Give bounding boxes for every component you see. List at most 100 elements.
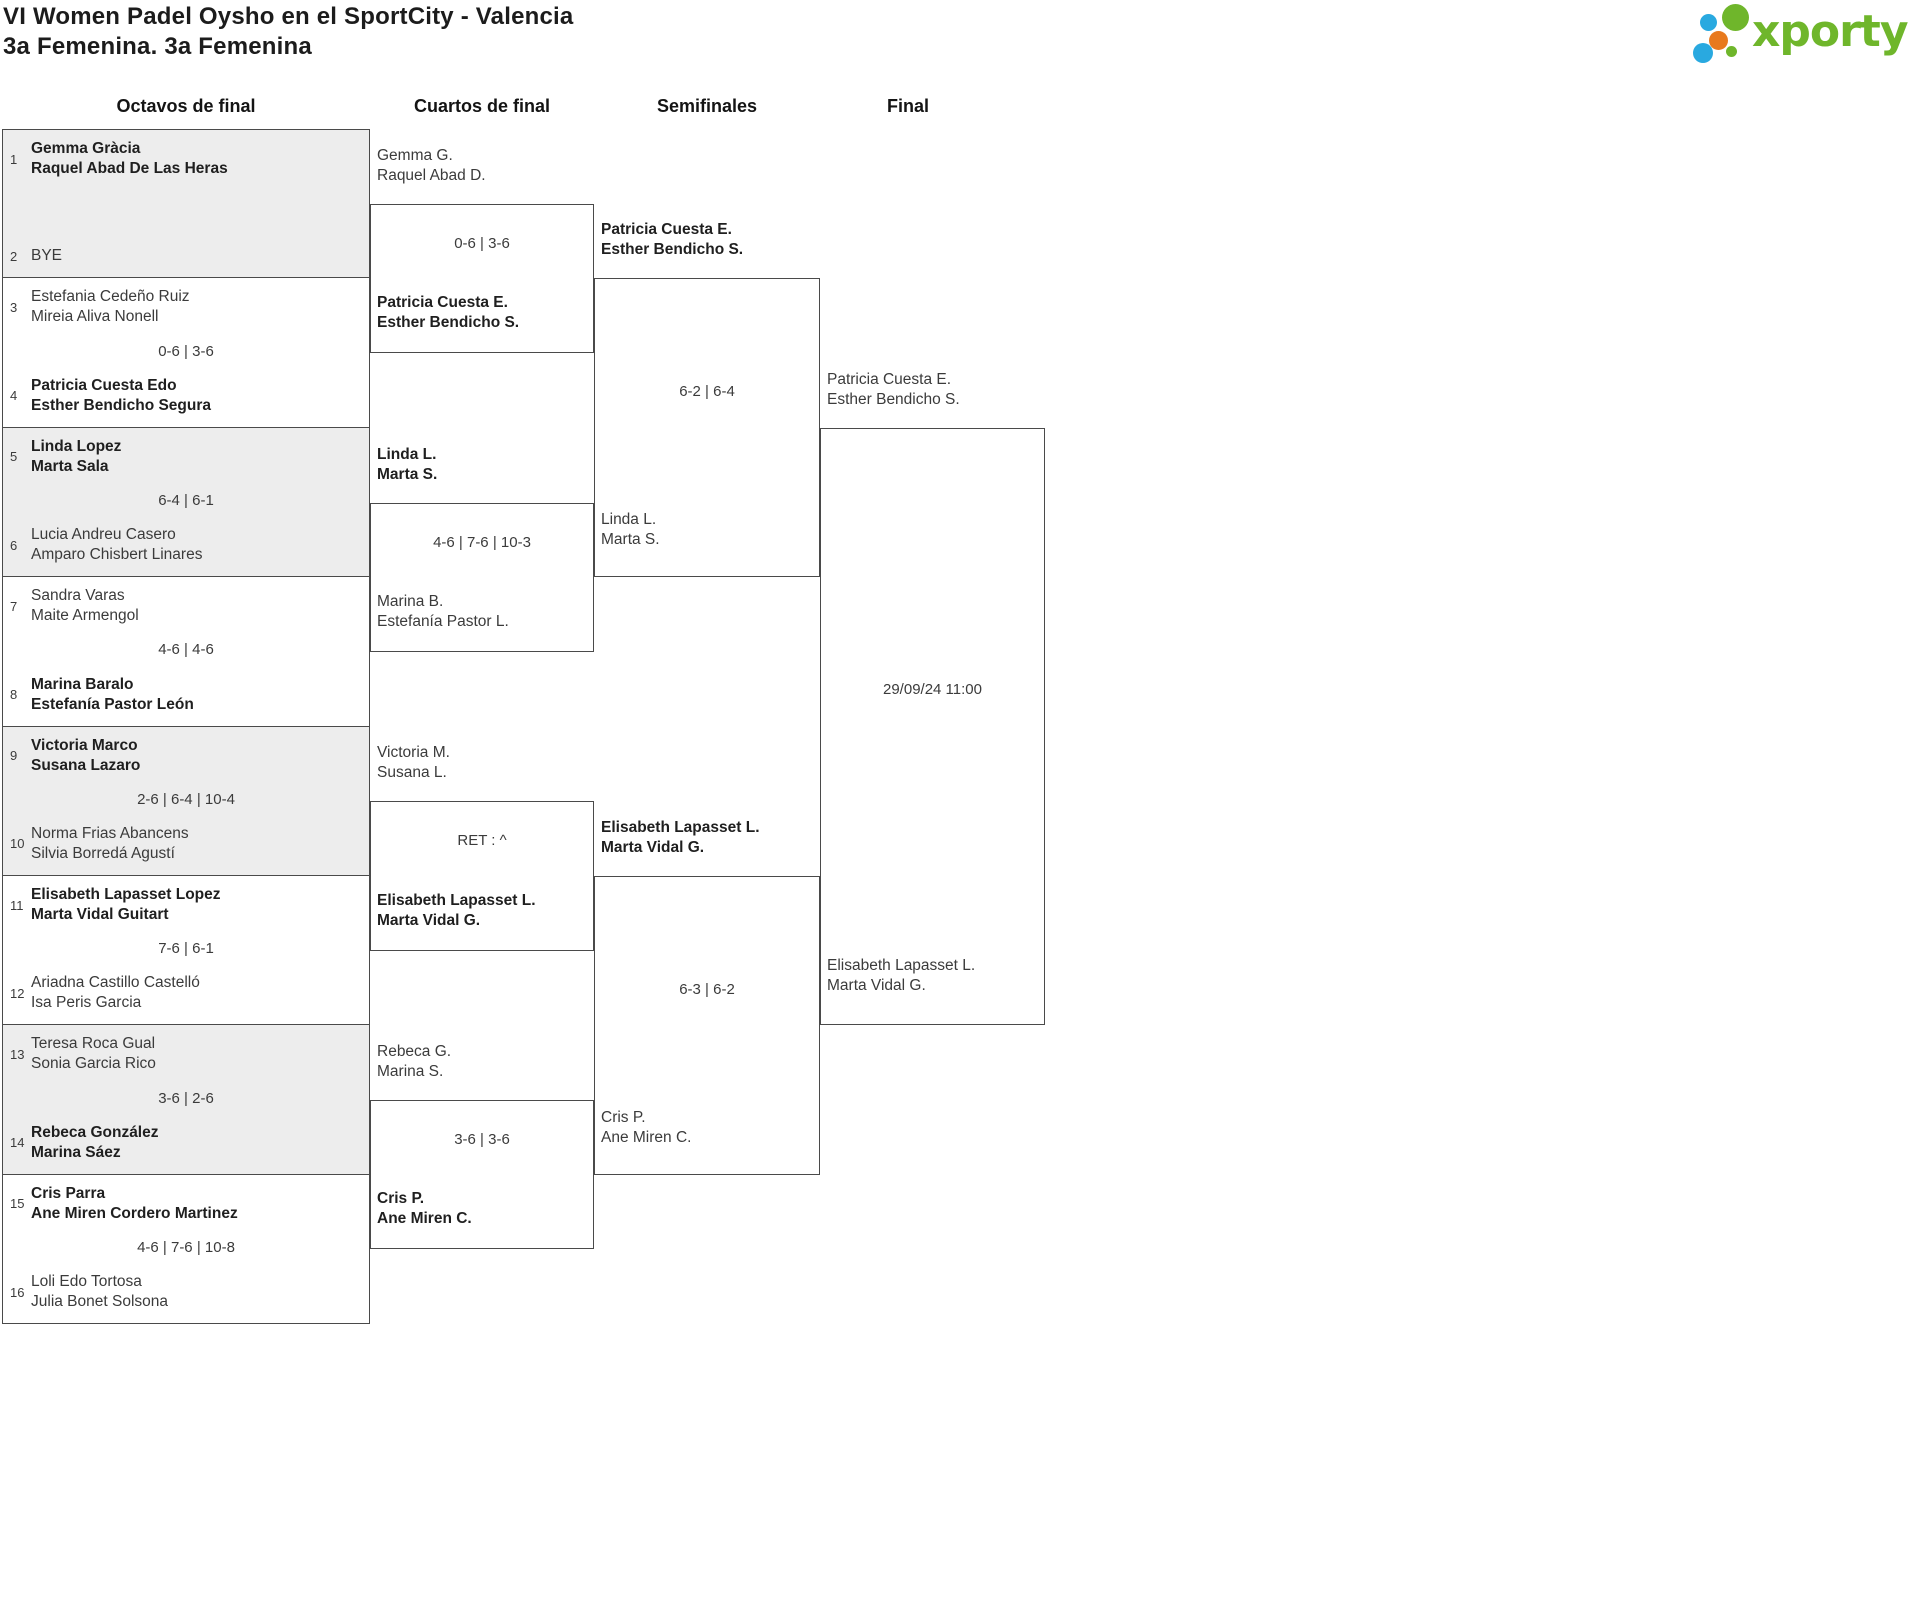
round-header-final: Final [886,96,929,116]
player-name: Marta Vidal G. [377,911,481,929]
round16-match-8: 15 Cris Parra Ane Miren Cordero Martinez… [2,1174,370,1325]
team-players: Teresa Roca Gual Sonia Garcia Rico [31,1034,156,1074]
team-players: Cris Parra Ane Miren Cordero Martinez [31,1184,238,1224]
team-row: 4 Patricia Cuesta Edo Esther Bendicho Se… [3,376,369,416]
xporty-logo[interactable]: xporty [1690,2,1918,68]
player-name: Ane Miren C. [601,1128,692,1146]
round16-match-6: 11 Elisabeth Lapasset Lopez Marta Vidal … [2,876,370,1026]
player-name: Mireia Aliva Nonell [31,308,159,326]
player-name: Cris Parra [31,1184,106,1202]
player-name: Maite Armengol [31,607,139,625]
team-players: Victoria Marco Susana Lazaro [31,736,140,776]
player-name: Rebeca González [31,1123,159,1141]
team-row: 14 Rebeca González Marina Sáez [3,1123,369,1163]
player-name: Ane Miren C. [377,1210,472,1228]
player-name: Victoria Marco [31,736,138,754]
player-name: Marta Sala [31,457,109,475]
player-name: Esther Bendicho S. [827,390,960,408]
match-score: RET : ^ [457,832,507,850]
player-name: Marina Sáez [31,1143,121,1161]
match-score: 6-2 | 6-4 [679,383,735,401]
advancing-team-label: Patricia Cuesta E. Esther Bendicho S. [377,293,519,333]
player-name: Victoria M. [377,744,450,762]
player-name: Elisabeth Lapasset Lopez [31,886,221,903]
player-name: Raquel Abad D. [377,166,486,184]
player-name: Patricia Cuesta E. [827,370,952,388]
seed-number: 7 [10,598,18,614]
page-header: VI Women Padel Oysho en el SportCity - V… [3,2,573,62]
player-name: Susana Lazaro [31,756,141,774]
advancing-team-label: Elisabeth Lapasset L. Marta Vidal G. [601,818,760,858]
quarterfinal-match-4: Rebeca G. Marina S. 3-6 | 3-6 Cris P. An… [370,1043,594,1250]
player-name: Sonia Garcia Rico [31,1055,156,1073]
player-name: Cris P. [601,1108,646,1126]
logo-dot-green-large-icon [1722,4,1749,31]
team-row: 7 Sandra Varas Maite Armengol [3,586,369,626]
advancing-team-label: Gemma G. Raquel Abad D. [377,146,486,186]
team-row: 5 Linda Lopez Marta Sala [3,437,369,477]
advancing-team-label: Elisabeth Lapasset L. Marta Vidal G. [377,891,536,931]
quarterfinal-match-2: Linda L. Marta S. 4-6 | 7-6 | 10-3 Marin… [370,446,594,652]
team-row: 1 Gemma Gràcia Raquel Abad De Las Heras [3,139,369,179]
team-row: 10 Norma Frias Abancens Silvia Borredá A… [3,824,369,864]
team-players: BYE [31,246,62,266]
player-name: Loli Edo Tortosa [31,1273,142,1291]
round16-match-4: 7 Sandra Varas Maite Armengol 4-6 | 4-6 … [2,577,370,727]
logo-wordmark: xporty [1752,6,1909,57]
player-name: Elisabeth Lapasset L. [601,819,760,836]
match-score: 4-6 | 7-6 | 10-3 [433,533,531,551]
seed-number: 10 [10,836,25,852]
player-name: Elisabeth Lapasset L. [377,891,536,909]
team-players: Patricia Cuesta Edo Esther Bendicho Segu… [31,376,211,416]
player-name: Raquel Abad De Las Heras [31,160,228,177]
advancing-team-label: Patricia Cuesta E. Esther Bendicho S. [601,220,743,260]
player-name: Estefanía Pastor L. [377,612,509,630]
team-row: 2 BYE [3,246,369,266]
seed-number: 14 [10,1135,25,1151]
player-name: Ane Miren Cordero Martinez [31,1204,238,1222]
team-row: 9 Victoria Marco Susana Lazaro [3,736,369,776]
player-name: Patricia Cuesta E. [601,221,732,239]
quarterfinal-match-3: Victoria M. Susana L. RET : ^ Elisabeth … [370,744,594,951]
seed-number: 13 [10,1046,25,1062]
seed-number: 5 [10,449,18,465]
advancing-team-label: Linda L. Marta S. [601,510,660,550]
player-name: Rebeca G. [377,1043,452,1061]
advancing-team-label: Cris P. Ane Miren C. [601,1108,691,1148]
player-name: Gemma G. [377,146,453,164]
advancing-team-label: Patricia Cuesta E. Esther Bendicho S. [827,370,960,410]
seed-number: 4 [10,388,18,404]
team-players: Lucia Andreu Casero Amparo Chisbert Lina… [31,525,202,565]
match-score: 0-6 | 3-6 [454,234,510,252]
team-players: Estefania Cedeño Ruiz Mireia Aliva Nonel… [31,287,190,327]
advancing-team-label: Cris P. Ane Miren C. [377,1189,472,1229]
team-row: 16 Loli Edo Tortosa Julia Bonet Solsona [3,1272,369,1312]
advancing-team-label: Elisabeth Lapasset L. Marta Vidal G. [827,956,975,996]
match-score: 3-6 | 3-6 [454,1131,510,1149]
player-name: Estefania Cedeño Ruiz [31,288,190,306]
player-name: Marta Vidal Guitart [31,906,169,923]
match-score: 4-6 | 7-6 | 10-8 [137,1238,235,1256]
seed-number: 6 [10,537,18,553]
team-row: 13 Teresa Roca Gual Sonia Garcia Rico [3,1034,369,1074]
seed-number: 12 [10,985,25,1001]
page-title: VI Women Padel Oysho en el SportCity - V… [3,3,574,30]
player-name: Elisabeth Lapasset L. [827,957,976,975]
final-match: Patricia Cuesta E. Esther Bendicho S. 29… [820,371,1045,1026]
player-name: Patricia Cuesta E. [377,294,508,312]
player-name: BYE [31,247,63,265]
team-row: 3 Estefania Cedeño Ruiz Mireia Aliva Non… [3,287,369,327]
seed-number: 9 [10,748,18,764]
quarterfinal-match-1: Gemma G. Raquel Abad D. 0-6 | 3-6 Patric… [370,147,594,354]
team-players: Sandra Varas Maite Armengol [31,586,139,626]
player-name: Gemma Gràcia [31,140,141,157]
team-players: Ariadna Castillo Castelló Isa Peris Garc… [31,973,200,1013]
player-name: Patricia Cuesta Edo [31,376,177,394]
team-players: Marina Baralo Estefanía Pastor León [31,675,194,715]
round-header-cuartos: Cuartos de final [413,96,551,116]
team-row: 8 Marina Baralo Estefanía Pastor León [3,675,369,715]
player-name: Esther Bendicho S. [601,241,744,259]
player-name: Marina Baralo [31,675,134,693]
advancing-team-label: Linda L. Marta S. [377,445,437,485]
